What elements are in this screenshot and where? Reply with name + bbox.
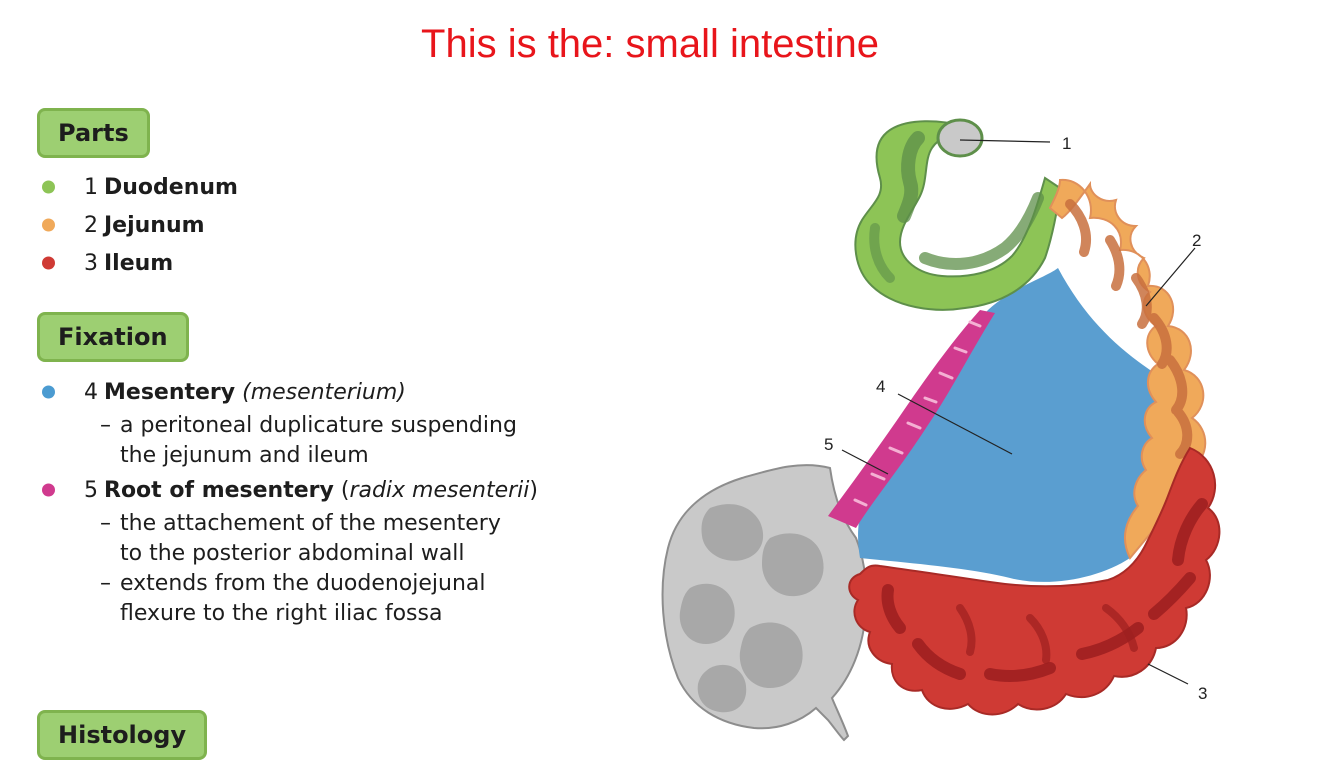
item-description: – extends from the duodenojejunal flexur… (40, 569, 538, 629)
list-item: 3 Ileum (40, 244, 238, 282)
label-3: 3 (1198, 684, 1207, 703)
item-number: 5 (84, 477, 98, 503)
duodenum-shape (854, 120, 1062, 311)
item-name: Jejunum (104, 212, 205, 238)
description-line: the attachement of the mesentery (120, 511, 501, 536)
item-latin: (mesenterium) (242, 379, 406, 405)
item-number: 4 (84, 379, 98, 405)
label-4: 4 (876, 377, 885, 396)
section-heading-parts: Parts (37, 108, 150, 158)
green-bullet-icon (42, 180, 55, 194)
description-line: to the posterior abdominal wall (120, 541, 465, 566)
fixation-list: 4 Mesentery (mesenterium) – a peritoneal… (40, 373, 538, 629)
description-line: extends from the duodenojejunal (120, 571, 486, 596)
section-heading-histology: Histology (37, 710, 208, 760)
item-number: 1 (84, 174, 98, 200)
description-line: a peritoneal duplicature suspending (120, 413, 517, 438)
section-heading-fixation: Fixation (37, 312, 189, 362)
page-title: This is the: small intestine (421, 22, 879, 66)
leader-line-1 (959, 139, 1051, 143)
item-name: Ileum (104, 250, 174, 276)
leader-line-2 (1145, 247, 1196, 307)
item-number: 2 (84, 212, 98, 238)
root-of-mesentery-shape (828, 310, 995, 528)
orange-bullet-icon (42, 218, 55, 232)
leader-line-4 (897, 393, 1013, 455)
leader-line-5 (841, 449, 889, 475)
leader-line-3 (1147, 663, 1189, 685)
description-line: flexure to the right iliac fossa (120, 601, 443, 626)
item-latin: radix mesenterii (349, 477, 530, 503)
red-bullet-icon (42, 256, 55, 270)
paren-open: ( (340, 477, 350, 503)
large-intestine-shape (661, 464, 868, 742)
item-name: Root of mesentery (104, 477, 334, 503)
dash: – (100, 413, 111, 438)
label-1: 1 (1062, 134, 1071, 153)
list-item: 4 Mesentery (mesenterium) (40, 373, 538, 411)
list-item: 1 Duodenum (40, 168, 238, 206)
parts-list: 1 Duodenum 2 Jejunum 3 Ileum (40, 168, 238, 282)
paren-close: ) (529, 477, 538, 503)
magenta-bullet-icon (42, 483, 55, 497)
item-name: Mesentery (104, 379, 236, 405)
label-2: 2 (1192, 231, 1201, 250)
list-item: 2 Jejunum (40, 206, 238, 244)
jejunum-shape (1048, 178, 1207, 560)
duodenum-cut-end-shape (936, 118, 984, 158)
item-number: 3 (84, 250, 98, 276)
ileum-shape (848, 446, 1221, 716)
small-intestine-diagram: 1 2 3 4 5 (661, 118, 1221, 742)
list-item: 5 Root of mesentery (radix mesenterii) (40, 471, 538, 509)
label-5: 5 (824, 435, 833, 454)
blue-bullet-icon (42, 385, 55, 399)
item-description: – a peritoneal duplicature suspending th… (40, 411, 538, 471)
mesentery-shape (858, 268, 1176, 582)
description-line: the jejunum and ileum (120, 443, 369, 468)
dash: – (100, 511, 111, 536)
item-name: Duodenum (104, 174, 238, 200)
dash: – (100, 571, 111, 596)
item-description: – the attachement of the mesentery to th… (40, 509, 538, 569)
